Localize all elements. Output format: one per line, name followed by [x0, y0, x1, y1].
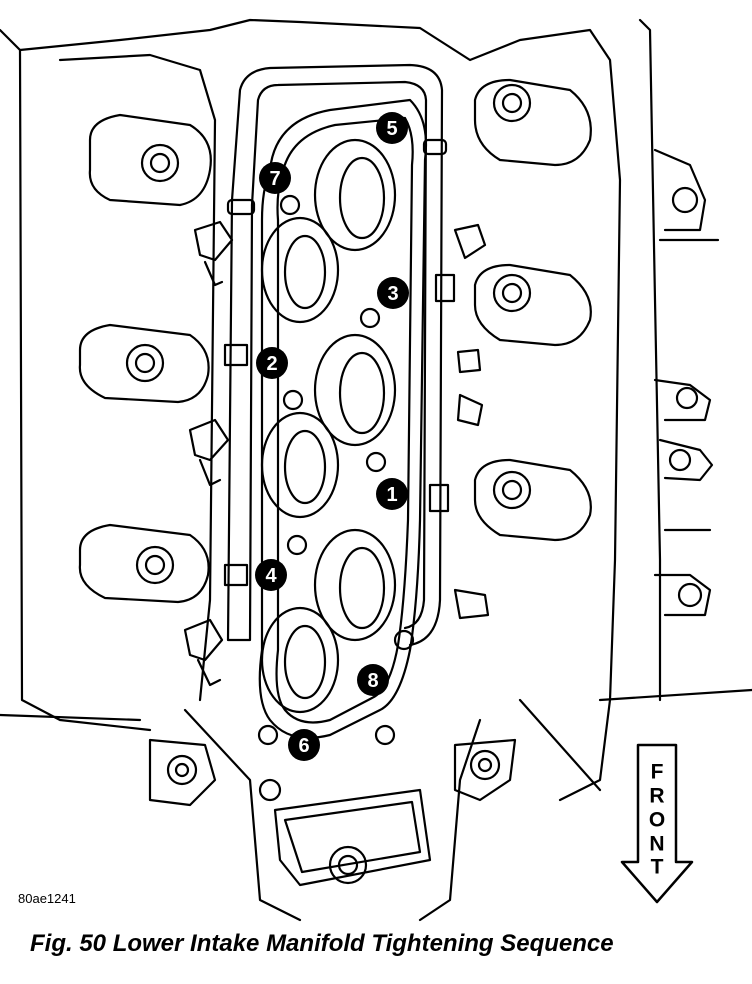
intake-ports — [260, 138, 397, 714]
bolt-badge-2: 2 — [256, 347, 288, 379]
front-letter: T — [651, 856, 664, 879]
bolt-badge-5: 5 — [376, 112, 408, 144]
svg-text:3: 3 — [387, 283, 398, 305]
front-letter: N — [649, 833, 664, 856]
injector-connectors — [183, 220, 490, 687]
fuel-rail — [223, 63, 456, 647]
lower-cover-plate — [258, 778, 432, 887]
right-bolt-lobes — [148, 78, 592, 807]
svg-text:2: 2 — [266, 353, 277, 375]
bolt-badge-7: 7 — [259, 162, 291, 194]
svg-text:7: 7 — [269, 168, 280, 190]
svg-text:1: 1 — [386, 484, 397, 506]
engine-block-outline — [0, 18, 752, 922]
left-bolt-lobes — [78, 113, 212, 604]
bolt-badge-4: 4 — [255, 559, 287, 591]
svg-text:6: 6 — [298, 735, 309, 757]
bolt-badge-6: 6 — [288, 729, 320, 761]
manifold-body — [258, 98, 428, 739]
manifold-bolt-holes — [257, 194, 415, 746]
bolt-badge-1: 1 — [376, 478, 408, 510]
front-arrow: F R O N T — [620, 743, 694, 904]
bolt-badge-8: 8 — [357, 664, 389, 696]
svg-text:4: 4 — [265, 565, 277, 587]
svg-text:5: 5 — [386, 118, 397, 140]
bolt-sequence-badges: 1 2 3 4 5 6 7 8 — [255, 112, 409, 761]
figure-reference-code: 80ae1241 — [18, 891, 76, 906]
front-letter: O — [649, 809, 665, 832]
figure-caption: Fig. 50 Lower Intake Manifold Tightening… — [30, 930, 614, 957]
front-letter: F — [651, 761, 664, 784]
svg-text:8: 8 — [367, 670, 378, 692]
front-letter: R — [649, 785, 664, 808]
bolt-badge-3: 3 — [377, 277, 409, 309]
side-bracket — [653, 148, 720, 617]
